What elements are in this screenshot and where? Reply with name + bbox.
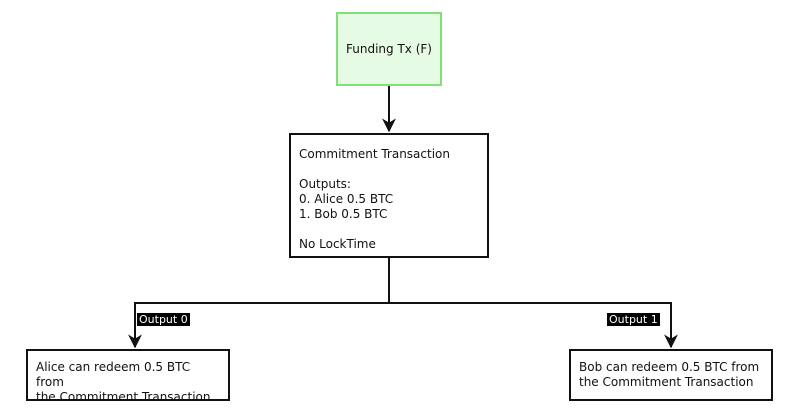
bob-line-1: Bob can redeem 0.5 BTC from — [579, 360, 760, 374]
alice-redeem-node: Alice can redeem 0.5 BTC from the Commit… — [26, 349, 230, 404]
output0-edge — [128, 258, 390, 349]
funding-tx-node: Funding Tx (F) — [336, 12, 442, 86]
output-item-0: 0. Alice 0.5 BTC — [299, 192, 394, 206]
alice-line-2: the Commitment Transaction — [36, 390, 211, 404]
bob-line-2: the Commitment Transaction — [579, 375, 754, 389]
outputs-header: Outputs: — [299, 177, 351, 191]
commitment-title: Commitment Transaction — [299, 147, 450, 161]
locktime-text: No LockTime — [299, 237, 376, 251]
alice-line-1: Alice can redeem 0.5 BTC from — [36, 360, 191, 389]
commitment-tx-node: Commitment Transaction Outputs: 0. Alice… — [289, 133, 489, 258]
output-item-1: 1. Bob 0.5 BTC — [299, 207, 388, 221]
output1-label: Output 1 — [607, 313, 660, 326]
funding-tx-label: Funding Tx (F) — [346, 41, 432, 56]
output0-label: Output 0 — [137, 313, 190, 326]
bob-redeem-node: Bob can redeem 0.5 BTC from the Commitme… — [569, 349, 773, 401]
output1-edge — [389, 302, 678, 349]
